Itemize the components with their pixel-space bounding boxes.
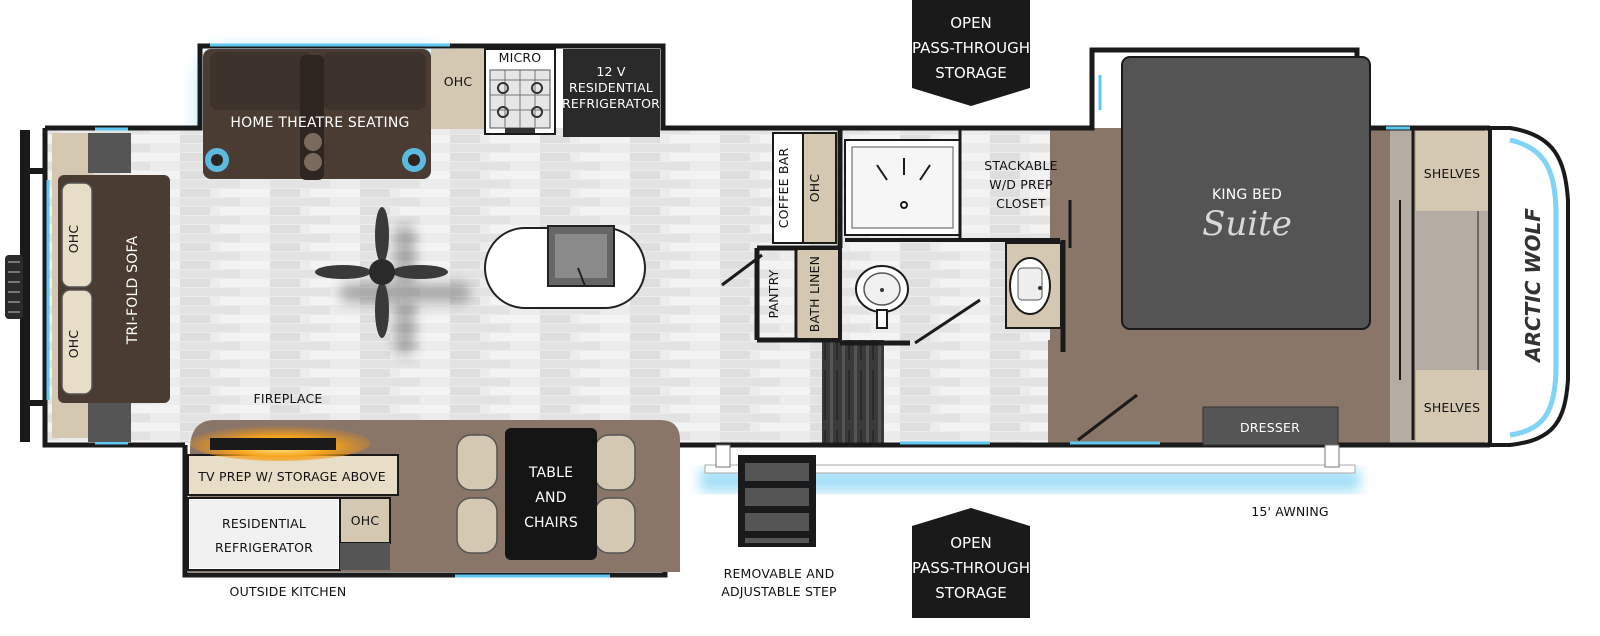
pantry-label: PANTRY bbox=[766, 269, 781, 318]
suite-logo: Suite bbox=[1202, 204, 1292, 244]
fridge-12v-line2: RESIDENTIAL bbox=[569, 80, 653, 95]
step-label-line1: REMOVABLE AND bbox=[724, 566, 835, 581]
king-bed-label: KING BED bbox=[1212, 187, 1282, 203]
table-label-line3: CHAIRS bbox=[524, 515, 578, 531]
dinette: TABLE AND CHAIRS bbox=[456, 428, 636, 560]
awning-label: 15' AWNING bbox=[1251, 504, 1329, 519]
sink-icon bbox=[1005, 242, 1062, 329]
home-theatre-label: HOME THEATRE SEATING bbox=[230, 115, 409, 131]
top-storage-line2: PASS-THROUGH bbox=[912, 39, 1030, 57]
front-cap: ARCTIC WOLF bbox=[1488, 126, 1570, 447]
shower-icon bbox=[876, 158, 931, 209]
ohc-sofa-bottom-label: OHC bbox=[66, 330, 81, 359]
kitchen-counter: OHC MICRO 12 V RESIDENTIAL REFRIGERATOR bbox=[431, 48, 660, 137]
bathroom: STACKABLE W/D PREP CLOSET bbox=[837, 130, 1072, 352]
stackable-line2: W/D PREP bbox=[989, 177, 1053, 192]
tri-fold-sofa-label: TRI-FOLD SOFA bbox=[125, 236, 141, 346]
callout-bottom-storage: OPEN PASS-THROUGH STORAGE bbox=[912, 508, 1030, 618]
outside-kitchen-label: OUTSIDE KITCHEN bbox=[230, 584, 347, 599]
table-label-line2: AND bbox=[535, 490, 566, 506]
cooktop-icon bbox=[489, 69, 551, 133]
awning: 15' AWNING bbox=[704, 444, 1356, 519]
stackable-line3: CLOSET bbox=[996, 196, 1046, 211]
rear-bumper bbox=[20, 130, 30, 442]
step-label-line2: ADJUSTABLE STEP bbox=[721, 584, 837, 599]
brand-logo: ARCTIC WOLF bbox=[1521, 208, 1545, 364]
residential-fridge-line2: REFRIGERATOR bbox=[215, 540, 313, 555]
ohc-sofa-top-label: OHC bbox=[66, 225, 81, 254]
table-label-line1: TABLE bbox=[528, 465, 573, 481]
ohc-outside-label: OHC bbox=[351, 513, 380, 528]
bedroom: KING BED Suite DRESSER SHELVES SHELVES bbox=[1077, 56, 1488, 446]
ohc-top-label: OHC bbox=[444, 74, 473, 89]
tri-fold-sofa: OHC OHC TRI-FOLD SOFA bbox=[52, 133, 170, 442]
shelves-bottom-label: SHELVES bbox=[1424, 400, 1481, 415]
callout-top-storage: OPEN PASS-THROUGH STORAGE bbox=[912, 0, 1030, 106]
bottom-storage-line3: STORAGE bbox=[935, 584, 1006, 602]
bottom-storage-line1: OPEN bbox=[950, 534, 992, 552]
shelves-top-label: SHELVES bbox=[1424, 166, 1481, 181]
fireplace-label: FIREPLACE bbox=[253, 391, 322, 406]
window-accents bbox=[46, 43, 1410, 578]
kitchen-island bbox=[484, 225, 646, 309]
bath-linen-label: BATH LINEN bbox=[807, 256, 822, 332]
top-storage-line1: OPEN bbox=[950, 14, 992, 32]
residential-fridge-line1: RESIDENTIAL bbox=[222, 516, 306, 531]
micro-label: MICRO bbox=[499, 50, 542, 65]
coffee-bar-label: COFFEE BAR bbox=[776, 148, 791, 229]
coffee-bar-area: COFFEE BAR OHC PANTRY BATH LINEN bbox=[721, 132, 842, 343]
entry-step-icon: REMOVABLE AND ADJUSTABLE STEP bbox=[721, 455, 837, 599]
fridge-12v-line1: 12 V bbox=[596, 64, 625, 79]
fridge-12v-line3: REFRIGERATOR bbox=[562, 96, 660, 111]
stackable-line1: STACKABLE bbox=[984, 158, 1057, 173]
ohc-coffee-label: OHC bbox=[807, 174, 822, 203]
toilet-icon bbox=[855, 265, 909, 329]
tv-prep-label: TV PREP W/ STORAGE ABOVE bbox=[197, 469, 386, 484]
bottom-storage-line2: PASS-THROUGH bbox=[912, 559, 1030, 577]
ceiling-fan-icon bbox=[315, 207, 470, 355]
spare-tire-icon bbox=[5, 255, 23, 319]
dresser-label: DRESSER bbox=[1240, 420, 1300, 435]
top-storage-line3: STORAGE bbox=[935, 64, 1006, 82]
home-theatre-seating: HOME THEATRE SEATING bbox=[203, 49, 431, 180]
